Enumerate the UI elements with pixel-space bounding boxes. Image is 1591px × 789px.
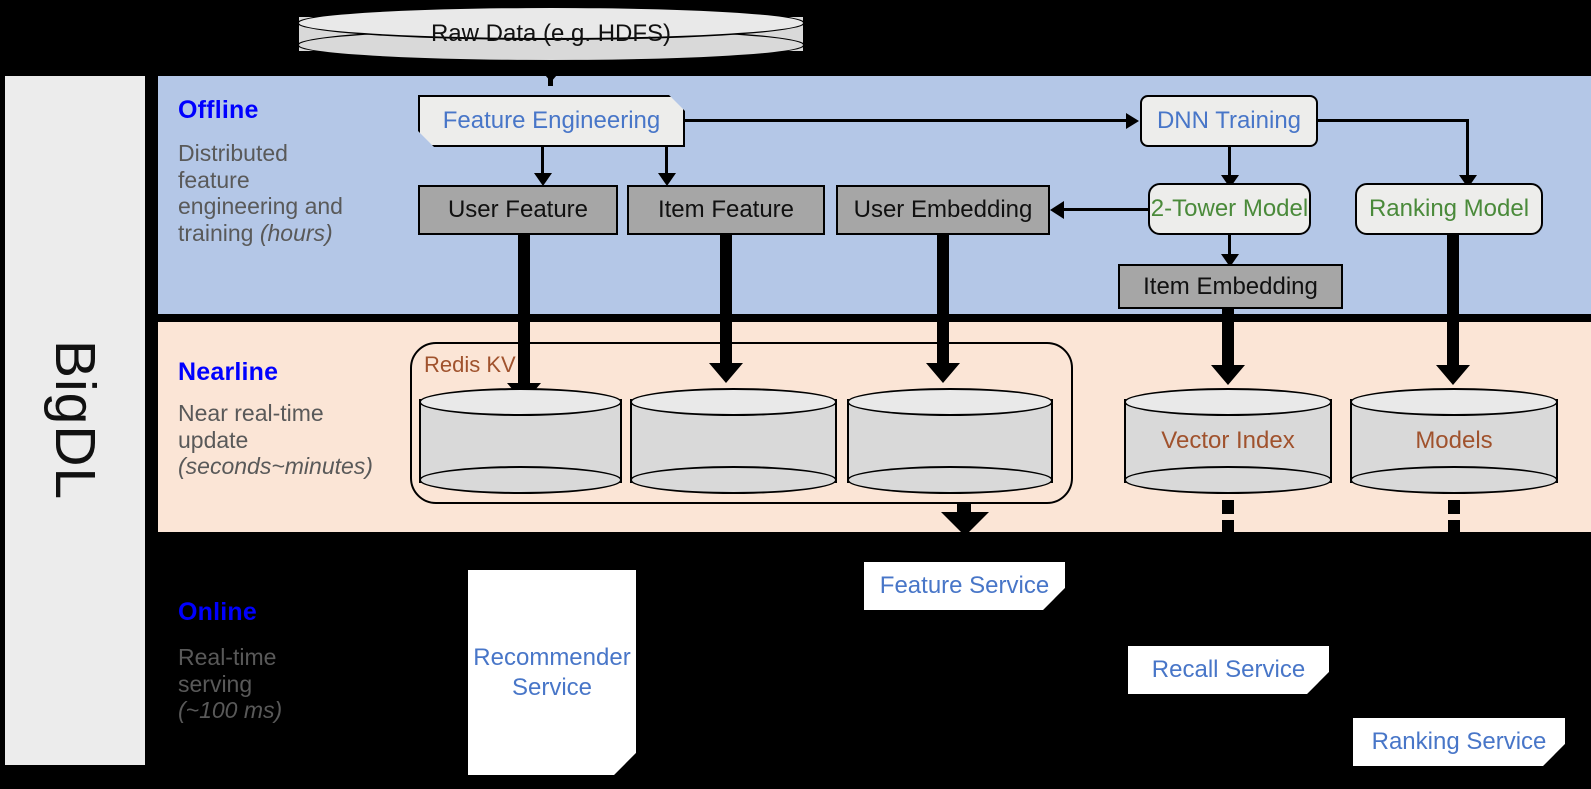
ranking-service-note[interactable]: Ranking Service	[1353, 718, 1565, 766]
nearline-desc-line1: Near real-time	[178, 400, 324, 426]
cylinder-bottom	[847, 466, 1053, 494]
pipe-userembedding-redis	[937, 235, 949, 375]
online-desc-line2: serving	[178, 670, 253, 697]
offline-desc-line1: Distributed	[178, 140, 288, 166]
cylinder-top	[297, 6, 805, 40]
arrow-itemembedding-vectorindex	[1211, 365, 1245, 385]
item-feature-label: Item Feature	[657, 196, 795, 223]
item-embedding-label: Item Embedding	[1143, 272, 1318, 300]
recall-service-label: Recall Service	[1151, 656, 1306, 683]
recall-service-note[interactable]: Recall Service	[1128, 646, 1329, 694]
item-feature-node[interactable]: Item Feature	[627, 185, 825, 235]
pipe-itemembedding-vectorindex	[1222, 309, 1234, 377]
user-embedding-label: User Embedding	[853, 196, 1033, 223]
redis-cylinder-user-embedding[interactable]	[847, 388, 1053, 494]
ranking-service-label: Ranking Service	[1371, 728, 1547, 755]
recommender-service-label: Recommender Service	[473, 643, 630, 703]
user-embedding-node[interactable]: User Embedding	[836, 185, 1050, 235]
item-embedding-node[interactable]: Item Embedding	[1118, 264, 1343, 309]
two-tower-model-node[interactable]: 2-Tower Model	[1148, 183, 1311, 235]
offline-desc-line2: feature	[178, 166, 250, 193]
cylinder-bottom	[630, 466, 837, 494]
vector-index-cylinder[interactable]: Vector Index	[1124, 388, 1332, 494]
offline-desc-line4: training (hours)	[178, 220, 333, 247]
bigdl-label: BigDL	[5, 76, 145, 765]
online-desc-italic-wrap: (~100 ms)	[178, 697, 398, 724]
nearline-desc-line2: update	[178, 426, 249, 453]
arrow-fe-itemfeature	[658, 173, 676, 186]
arrow-redis-featureservice	[941, 512, 989, 536]
ranking-model-node[interactable]: Ranking Model	[1355, 183, 1543, 235]
redis-kv-label: Redis KV	[424, 352, 516, 377]
cylinder-bottom	[1124, 466, 1332, 494]
arrow-userembedding-redis	[926, 363, 960, 383]
raw-data-cylinder: Raw Data (e.g. HDFS)	[297, 6, 805, 62]
ranking-model-label: Ranking Model	[1368, 195, 1530, 222]
connector-twotower-userembedding	[1062, 208, 1150, 211]
connector-dnn-twotower	[1228, 147, 1231, 179]
nearline-desc-italic-wrap: (seconds~minutes)	[178, 453, 413, 480]
cylinder-top	[419, 388, 622, 416]
cylinder-top	[1124, 388, 1332, 416]
recommender-service-note[interactable]: Recommender Service	[468, 570, 636, 775]
raw-data-label: Raw Data (e.g. HDFS)	[430, 20, 672, 47]
online-title: Online	[178, 598, 257, 626]
redis-kv-group	[410, 342, 1073, 504]
dnn-training-label: DNN Training	[1156, 107, 1302, 134]
online-desc-line1: Real-time	[178, 644, 277, 670]
bigdl-sidebar: BigDL	[5, 76, 145, 765]
offline-desc-italic: (hours)	[259, 220, 333, 247]
models-label: Models	[1415, 427, 1493, 454]
bigdl-label-text: BigDL	[43, 340, 107, 501]
connector-dnn-ranking-v	[1466, 119, 1469, 179]
arrow-fe-dnn	[1126, 113, 1139, 129]
feature-engineering-label: Feature Engineering	[442, 107, 661, 134]
cylinder-top	[630, 388, 837, 416]
arrow-fe-userfeature	[534, 173, 552, 186]
arrow-twotower-itemembedding	[1221, 254, 1239, 267]
models-cylinder[interactable]: Models	[1350, 388, 1558, 494]
connector-models-ranking-a	[1448, 500, 1460, 514]
two-tower-model-label: 2-Tower Model	[1150, 195, 1309, 222]
vector-index-label: Vector Index	[1161, 427, 1295, 454]
connector-dnn-ranking-h	[1318, 119, 1469, 122]
cylinder-bottom	[419, 466, 622, 494]
connector-vectorindex-recall-a	[1222, 500, 1234, 514]
nearline-title: Nearline	[178, 358, 279, 386]
feature-service-note[interactable]: Feature Service	[864, 562, 1065, 610]
connector-fe-dnn	[685, 119, 1127, 122]
offline-title: Offline	[178, 96, 259, 124]
feature-engineering-node[interactable]: Feature Engineering	[418, 95, 685, 147]
dnn-training-node[interactable]: DNN Training	[1140, 95, 1318, 147]
connector-fe-userfeature	[541, 147, 544, 175]
cylinder-top	[1350, 388, 1558, 416]
online-desc-italic: (~100 ms)	[178, 697, 283, 724]
recommender-service-line1: Recommender	[473, 643, 631, 671]
online-description: Real-time serving (~100 ms)	[178, 644, 398, 724]
nearline-desc-italic: (seconds~minutes)	[178, 453, 373, 480]
connector-fe-itemfeature	[665, 147, 668, 175]
offline-desc-line3: engineering and	[178, 193, 343, 220]
user-feature-label: User Feature	[447, 196, 589, 223]
recommender-service-line2: Service	[511, 673, 593, 701]
connector-models-ranking-b	[1448, 520, 1460, 534]
offline-description: Distributed feature engineering and trai…	[178, 140, 388, 247]
pipe-itemfeature-redis	[720, 235, 732, 375]
nearline-description: Near real-time update (seconds~minutes)	[178, 400, 413, 480]
arrow-itemfeature-redis	[709, 363, 743, 383]
pipe-userfeature-redis	[518, 235, 530, 395]
connector-vectorindex-recall-b	[1222, 520, 1234, 534]
arrow-twotower-userembedding	[1050, 201, 1064, 219]
arrow-rawdata-fe	[534, 62, 568, 82]
user-feature-node[interactable]: User Feature	[418, 185, 618, 235]
pipe-rankingmodel-models	[1447, 235, 1459, 377]
arrow-rankingmodel-models	[1436, 365, 1470, 385]
connector-twotower-itemembedding	[1228, 235, 1231, 261]
cylinder-top	[847, 388, 1053, 416]
feature-service-label: Feature Service	[879, 572, 1050, 599]
redis-cylinder-item-feature[interactable]	[630, 388, 837, 494]
redis-cylinder-user-feature[interactable]	[419, 388, 622, 494]
cylinder-bottom	[1350, 466, 1558, 494]
